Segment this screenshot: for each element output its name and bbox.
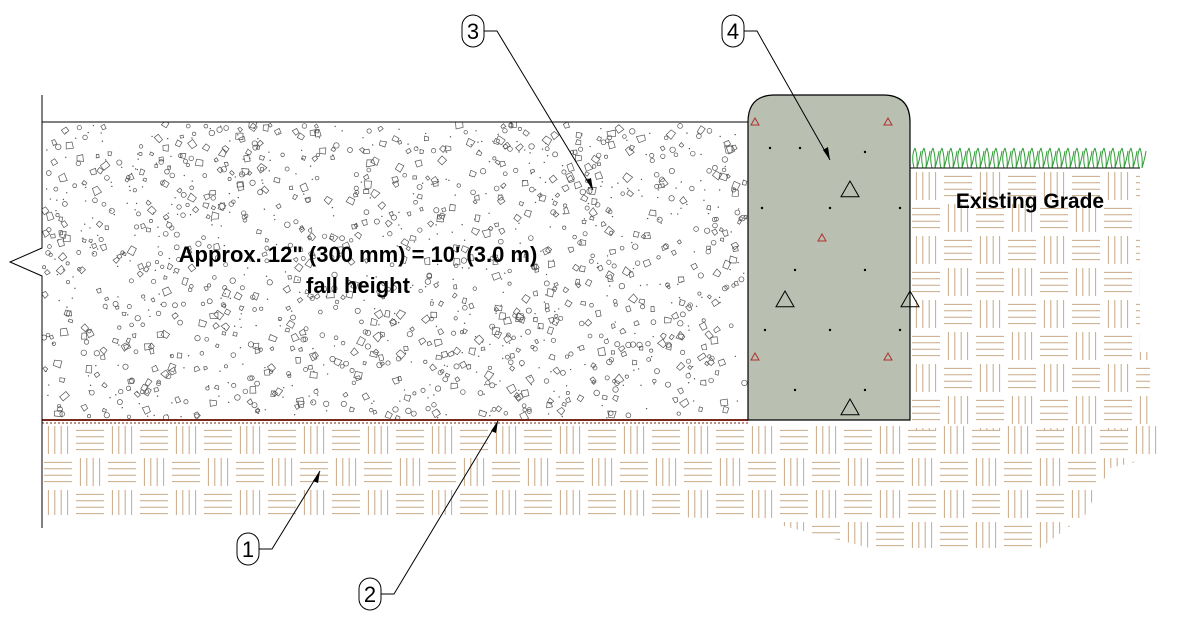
callout-2-number: 2	[364, 582, 376, 607]
section-break-line	[8, 95, 43, 528]
callout-3-number: 3	[467, 19, 479, 44]
callout-1: 1	[236, 470, 321, 566]
callout-3: 3	[461, 14, 594, 191]
depth-note-line-1: Approx. 12" (300 mm) = 10' (3.0 m)	[179, 242, 538, 267]
native-soil-hatch	[44, 426, 1181, 548]
callout-1-number: 1	[242, 537, 254, 562]
grass-at-existing-grade	[912, 147, 1147, 169]
callout-2: 2	[358, 420, 499, 611]
concrete-curb	[747, 94, 920, 421]
loose-fill-surfacing	[42, 121, 748, 420]
geotextile-fabric-line	[42, 419, 748, 424]
callout-4-number: 4	[727, 19, 739, 44]
callout-4: 4	[721, 14, 831, 161]
existing-grade-label: Existing Grade	[956, 190, 1104, 213]
depth-note-line-2: fall height	[306, 273, 411, 298]
existing-grade-soil-hatch	[912, 172, 1150, 430]
